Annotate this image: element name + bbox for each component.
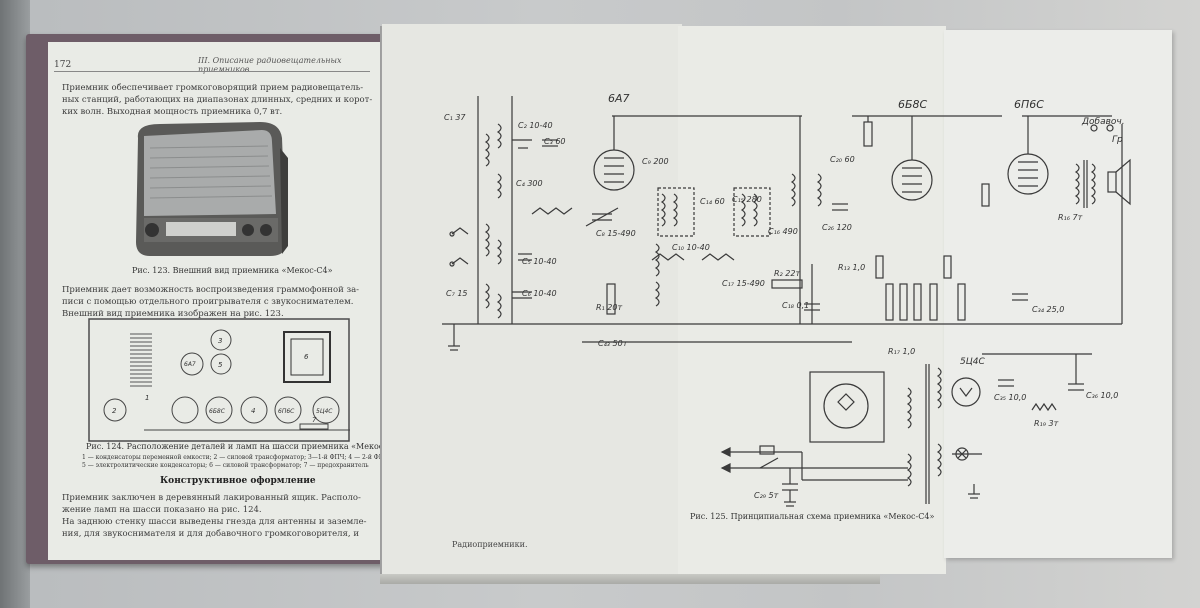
- page-number: 172: [54, 60, 72, 70]
- label-7: 7: [312, 416, 317, 424]
- tube-label-5c4c: 5Ц4С: [316, 408, 333, 415]
- text-line: ния, для звукоснимателя и для добавочног…: [62, 529, 359, 539]
- tube-label-6p6c: 6П6С: [278, 408, 295, 415]
- c29-label: С₂₉ 5т: [754, 491, 779, 500]
- label-1: 1: [145, 394, 149, 402]
- text-line: Внешний вид приемника изображен на рис. …: [62, 309, 284, 319]
- tube-6b8c-label: 6Б8С: [898, 98, 928, 111]
- c36-label: С₃₆ 10,0: [1086, 391, 1118, 400]
- c17-label: С₁₇ 15-490: [722, 279, 765, 288]
- radio-receiver-photo: [136, 122, 288, 256]
- c18-label: С₁₈ 0,1: [782, 301, 809, 310]
- text-line: ких волн. Выходная мощность приемника 0,…: [62, 107, 283, 117]
- figure-124-caption: Рис. 124. Расположение деталей и ламп на…: [86, 442, 403, 451]
- background-shadow: [0, 0, 30, 608]
- text-line: Приемник дает возможность воспроизведени…: [62, 285, 360, 295]
- speaker-label: Гр: [1112, 135, 1123, 145]
- left-book-page: 172 III. Описание радиовещательных прием…: [48, 42, 402, 560]
- c35-label: С₃₅ 10,0: [994, 393, 1026, 402]
- figure-123-caption: Рис. 123. Внешний вид приемника «Мекос-С…: [132, 266, 333, 275]
- c26-label: С₂₆ 120: [822, 223, 852, 232]
- c9-label: С₉ 200: [642, 157, 669, 166]
- c1-label: С₁ 37: [444, 113, 466, 122]
- label-4: 4: [251, 407, 255, 415]
- label-5: 5: [218, 361, 223, 369]
- text-line: жение ламп на шасси показано на рис. 124…: [62, 505, 262, 515]
- outer-fold-page: [944, 30, 1172, 558]
- chassis-layout-diagram: 1 2 3 4 5 6 7 6А7 6Б8С 6П6С 5Ц4С: [88, 318, 350, 442]
- paragraph-2: Приемник дает возможность воспроизведени…: [62, 284, 359, 320]
- r1-label: R₁ 20т: [596, 303, 622, 312]
- r2-label: R₂ 22т: [774, 269, 800, 278]
- circuit-schematic: 6А7 6Б8С 6П6С 5Ц4С Добавоч. Гр С₁ 37 С₂ …: [442, 92, 1131, 507]
- rectifier-label: 5Ц4С: [960, 357, 985, 367]
- text-line: Приемник заключен в деревянный лакирован…: [62, 493, 361, 503]
- page-edges: [380, 574, 880, 584]
- tube-label-6b8c: 6Б8С: [209, 408, 226, 415]
- r13-label: R₁₃ 1,0: [838, 263, 865, 272]
- c15-label: С₁₅ 280: [732, 195, 762, 204]
- c20-label: С₂₀ 60: [830, 155, 855, 164]
- c6-label: С₆ 10-40: [522, 289, 557, 298]
- text-line: На заднюю стенку шасси выведены гнезда д…: [62, 517, 367, 527]
- c16-label: С₁₆ 490: [768, 227, 798, 236]
- c34-label: С₃₄ 25,0: [1032, 305, 1064, 314]
- c8-label: С₈ 15-490: [596, 229, 636, 238]
- figure-125-caption: Рис. 125. Принципиальная схема приемника…: [690, 512, 935, 521]
- text-line: ных станций, работающих на диапазонах дл…: [62, 95, 373, 105]
- extra-speaker-label: Добавоч.: [1081, 117, 1125, 127]
- c5-label: С₅ 10-40: [522, 257, 557, 266]
- label-2: 2: [112, 407, 117, 415]
- c3-label: С₃ 60: [544, 137, 566, 146]
- center-page-footer: Радиоприемники.: [452, 540, 528, 549]
- c2-label: С₂ 10-40: [518, 121, 553, 130]
- running-head: III. Описание радиовещательных приемнико…: [198, 56, 342, 74]
- r16-label: R₁₆ 7т: [1058, 213, 1083, 222]
- tube-6p6c-label: 6П6С: [1014, 98, 1044, 111]
- paragraph-1: Приемник обеспечивает громкоговорящий пр…: [62, 82, 372, 118]
- c7-label: С₇ 15: [446, 289, 468, 298]
- tube-6a7-label: 6А7: [608, 92, 630, 105]
- figure-124-legend-2: 5 — электролитические конденсаторы; 6 — …: [82, 462, 369, 469]
- r19-label: R₁₉ 3т: [1034, 419, 1059, 428]
- text-line: писи с помощью отдельного проигрывателя …: [62, 297, 354, 307]
- label-3: 3: [218, 337, 222, 345]
- label-6: 6: [304, 353, 309, 361]
- header-rule: [54, 71, 370, 72]
- center-fold-page: [382, 24, 682, 580]
- c10-label: С₁₀ 10-40: [672, 243, 710, 252]
- r17-label: R₁₇ 1,0: [888, 347, 915, 356]
- text-line: Приемник обеспечивает громкоговорящий пр…: [62, 83, 364, 93]
- paragraph-3: Приемник заключен в деревянный лакирован…: [62, 492, 366, 540]
- figure-124-legend-1: 1 — конденсаторы переменной емкости; 2 —…: [82, 454, 391, 461]
- c14-label: С₁₄ 60: [700, 197, 725, 206]
- c43-label: С₄₃ 50т: [598, 339, 628, 348]
- c4-label: С₄ 300: [516, 179, 543, 188]
- tube-label-6a7: 6А7: [184, 361, 196, 368]
- section-heading: Конструктивное оформление: [160, 476, 316, 486]
